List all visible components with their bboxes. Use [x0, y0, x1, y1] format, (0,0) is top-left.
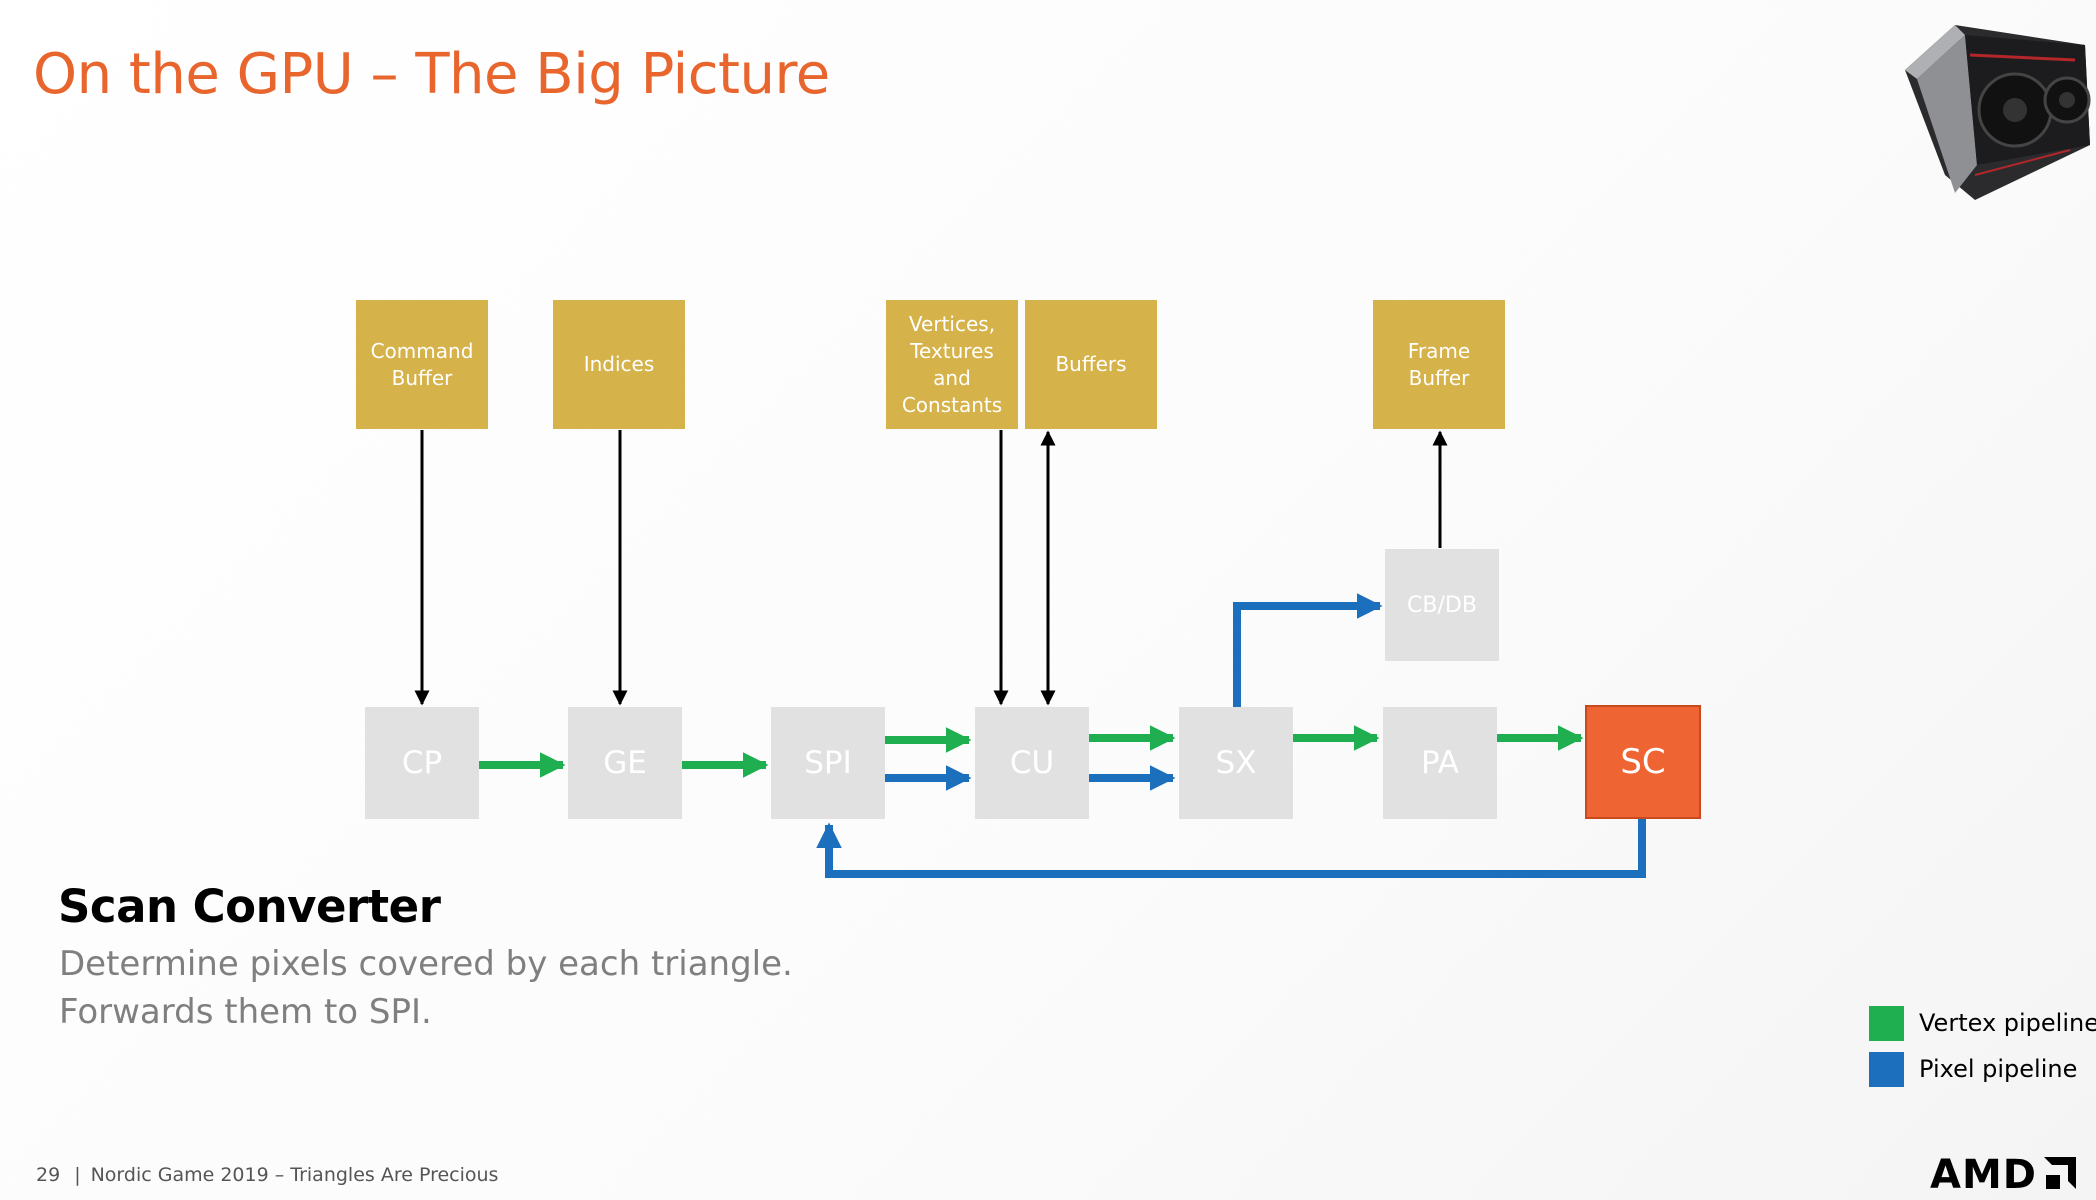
stage-box-cp: CP — [365, 707, 479, 819]
legend-label-vertex: Vertex pipeline — [1919, 1009, 2096, 1037]
input-box-vertices-textures-constants: Vertices, Textures and Constants — [886, 300, 1018, 429]
footer: 29 | Nordic Game 2019 – Triangles Are Prec… — [36, 1164, 498, 1186]
sx-to-cbdb-pixel-arrow — [1233, 593, 1383, 707]
footer-separator: | — [74, 1164, 81, 1186]
amd-logo-arrow-icon — [2043, 1157, 2076, 1189]
stage-box-sc: SC — [1585, 705, 1701, 819]
input-box-indices: Indices — [553, 300, 685, 429]
input-box-buffers: Buffers — [1025, 300, 1157, 429]
stage-label-cu: CU — [1009, 745, 1055, 781]
stage-box-ge: GE — [568, 707, 682, 819]
section-heading: Scan Converter — [58, 880, 441, 933]
stage-label-pa: PA — [1421, 745, 1459, 781]
page-title: On the GPU – The Big Picture — [33, 42, 830, 107]
stage-label-spi: SPI — [804, 745, 852, 781]
gpu-card-image — [1905, 25, 2091, 200]
description-line-2: Forwards them to SPI. — [59, 992, 432, 1032]
input-label-command-buffer: Command Buffer — [370, 338, 474, 390]
stage-box-pa: PA — [1383, 707, 1497, 819]
input-label-vertices-textures-constants: Vertices, Textures and Constants — [901, 311, 1003, 417]
stage-label-cp: CP — [401, 745, 443, 781]
stage-box-cu: CU — [975, 707, 1089, 819]
stage-box-cbdb: CB/DB — [1385, 549, 1499, 661]
stage-label-cbdb: CB/DB — [1407, 592, 1477, 618]
legend-label-pixel: Pixel pipeline — [1919, 1055, 2078, 1083]
amd-logo: AMD — [1930, 1152, 2076, 1198]
input-label-indices: Indices — [583, 352, 655, 376]
input-label-frame-buffer: Frame Buffer — [1407, 338, 1471, 390]
sc-to-spi-feedback-arrow — [816, 818, 1646, 878]
description-line-1: Determine pixels covered by each triangl… — [59, 944, 793, 984]
stage-label-sx: SX — [1215, 745, 1257, 781]
stage-label-sc: SC — [1620, 742, 1666, 782]
input-label-buffers: Buffers — [1055, 352, 1127, 376]
stage-box-spi: SPI — [771, 707, 885, 819]
input-box-frame-buffer: Frame Buffer — [1373, 300, 1505, 429]
legend-swatch-pixel — [1869, 1052, 1904, 1087]
page-number: 29 — [36, 1164, 61, 1186]
amd-logo-text: AMD — [1930, 1152, 2037, 1198]
input-box-command-buffer: Command Buffer — [356, 300, 488, 429]
stage-box-sx: SX — [1179, 707, 1293, 819]
footer-text: Nordic Game 2019 – Triangles Are Preciou… — [90, 1164, 499, 1186]
stage-label-ge: GE — [603, 745, 647, 781]
legend-swatch-vertex — [1869, 1006, 1904, 1041]
